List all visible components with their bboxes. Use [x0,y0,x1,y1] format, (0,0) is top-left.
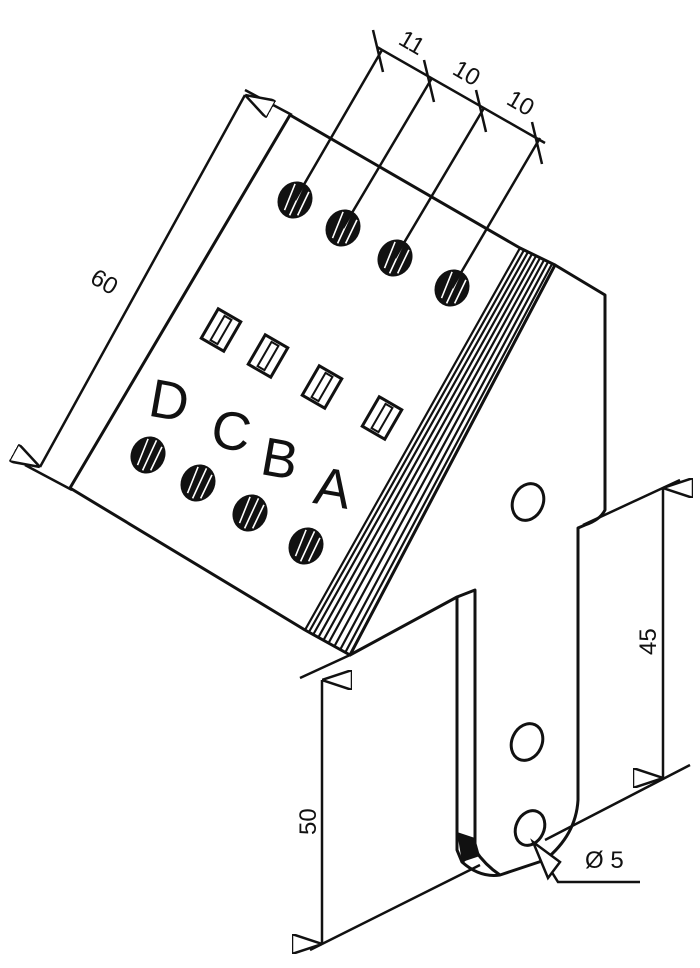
bracket-corner-fill [457,832,480,862]
tick [474,89,488,133]
dimension-label-50: 50 [295,808,322,835]
bracket-height-dimension [544,478,691,842]
dimension-label-45: 45 [635,628,662,655]
hole-spacing-dimension [293,29,546,289]
extension-line [582,478,681,527]
knurled-hole [232,494,268,532]
knurled-hole [288,527,324,565]
extension-line [293,49,384,201]
rectangular-slot [300,363,344,411]
bracket-hole-middle [509,722,545,762]
dimension-label-60: 60 [86,264,123,301]
dimension-label-11: 11 [394,25,429,61]
bracket-hole-bottom [513,809,547,847]
plate-height-dimension [24,88,293,492]
extension-line [544,763,691,842]
extension-line [244,88,293,117]
bracket-hole-top [510,482,546,522]
rectangular-slot [360,394,404,442]
tick [371,29,385,73]
dimension-label-10-b: 10 [502,85,539,122]
tick [422,59,436,103]
dimension-label-diameter: Ø 5 [585,847,624,874]
leg-height-dimension [299,653,481,952]
bend-hatching [304,247,556,656]
knurled-hole [180,464,216,502]
tick [530,121,544,165]
extension-line [450,137,542,289]
extension-line [309,863,481,952]
dimension-label-10-a: 10 [448,55,485,92]
bracket-inner-edge [456,588,477,864]
extension-line [24,463,73,492]
dimension-line [40,95,245,467]
extension-line [393,107,486,259]
dimension-line [376,45,546,145]
extension-line [299,653,351,680]
bracket-holes [509,482,547,847]
hole-diameter-leader [530,838,640,884]
extension-line [341,77,434,229]
